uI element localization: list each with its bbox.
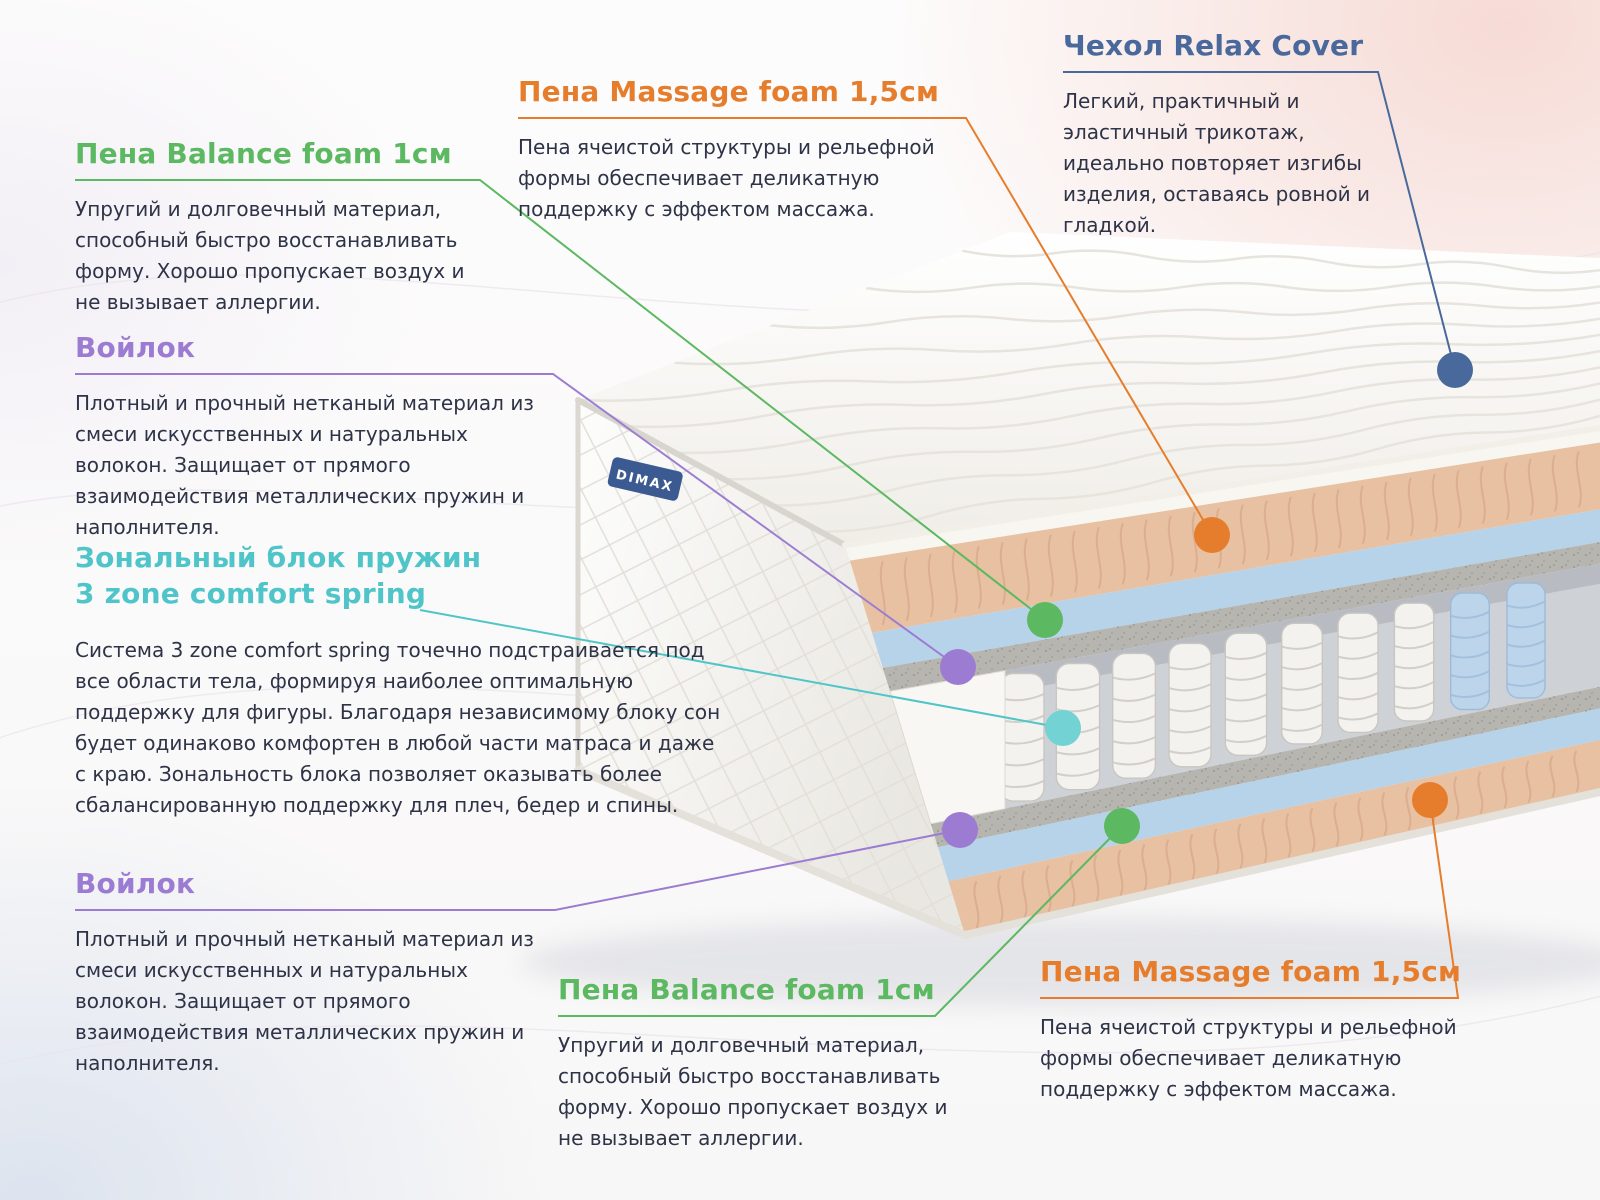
leader-balance-top: [75, 179, 1046, 621]
brand-label-bg: [607, 457, 683, 501]
mattress-springs-block: [889, 582, 1546, 825]
annotation-body: Пена ячеистой структуры и рельефной форм…: [518, 135, 935, 222]
brand-label: DIMAX: [607, 457, 683, 501]
annotation-body: Упругий и долговечный материал, способны…: [75, 197, 465, 315]
annotation-title: Войлок: [75, 867, 196, 900]
leader-massage-top: [518, 117, 1213, 536]
annotation-title: Пена Balance foam 1см: [75, 137, 452, 170]
annotation-relax-cover: Чехол Relax Cover Легкий, практичный и э…: [1063, 28, 1393, 241]
annotation-balance-foam-bottom: Пена Balance foam 1см Упругий и долговеч…: [558, 972, 970, 1154]
leader-springs: [419, 609, 1064, 729]
mattress-side-panel: [578, 400, 965, 935]
leader-lines: [75, 71, 1460, 1017]
leader-balance-bottom: [558, 825, 1123, 1017]
annotation-massage-foam-bottom: Пена Massage foam 1,5см Пена ячеистой ст…: [1040, 954, 1492, 1105]
annotation-body: Плотный и прочный нетканый материал из с…: [75, 927, 534, 1076]
marker-cover-dot: [1437, 352, 1473, 388]
leader-massage-bottom: [1040, 799, 1460, 999]
annotation-title: Зональный блок пружин 3 zone comfort spr…: [75, 540, 723, 613]
marker-springs-dot: [1045, 710, 1081, 746]
annotation-title-line1: Зональный блок пружин: [75, 541, 482, 574]
annotation-felt-top: Войлок Плотный и прочный нетканый матери…: [75, 330, 543, 543]
marker-felt-bottom-dot: [942, 812, 978, 848]
annotation-balance-foam-top: Пена Balance foam 1см Упругий и долговеч…: [75, 136, 495, 318]
annotation-title-line2: 3 zone comfort spring: [75, 577, 427, 611]
annotation-title: Пена Balance foam 1см: [558, 973, 935, 1006]
annotation-massage-foam-top: Пена Massage foam 1,5см Пена ячеистой ст…: [518, 74, 970, 225]
annotation-body: Упругий и долговечный материал, способны…: [558, 1033, 948, 1151]
leader-cover: [1063, 71, 1456, 371]
marker-balance-bottom-dot: [1104, 808, 1140, 844]
layer-markers: [940, 352, 1473, 848]
marker-massage-bottom-dot: [1412, 782, 1448, 818]
annotation-body: Пена ячеистой структуры и рельефной форм…: [1040, 1015, 1457, 1102]
marker-massage-top-dot: [1194, 517, 1230, 553]
marker-felt-top-dot: [940, 649, 976, 685]
mattress-edges: [574, 397, 1600, 939]
annotation-felt-bottom: Войлок Плотный и прочный нетканый матери…: [75, 866, 543, 1079]
annotation-title: Чехол Relax Cover: [1063, 29, 1364, 62]
annotation-title: Войлок: [75, 331, 196, 364]
mattress-shadow: [520, 917, 1600, 1007]
marker-balance-top-dot: [1027, 602, 1063, 638]
annotation-title: Пена Massage foam 1,5см: [518, 75, 940, 108]
leader-felt-top: [75, 373, 959, 668]
annotation-spring-block: Зональный блок пружин 3 zone comfort spr…: [75, 540, 723, 821]
annotation-body: Плотный и прочный нетканый материал из с…: [75, 391, 534, 540]
annotation-body: Легкий, практичный и эластичный трикотаж…: [1063, 89, 1371, 238]
leader-felt-bottom: [75, 829, 961, 911]
annotation-body: Система 3 zone comfort spring точечно по…: [75, 637, 721, 817]
annotation-title: Пена Massage foam 1,5см: [1040, 955, 1462, 988]
